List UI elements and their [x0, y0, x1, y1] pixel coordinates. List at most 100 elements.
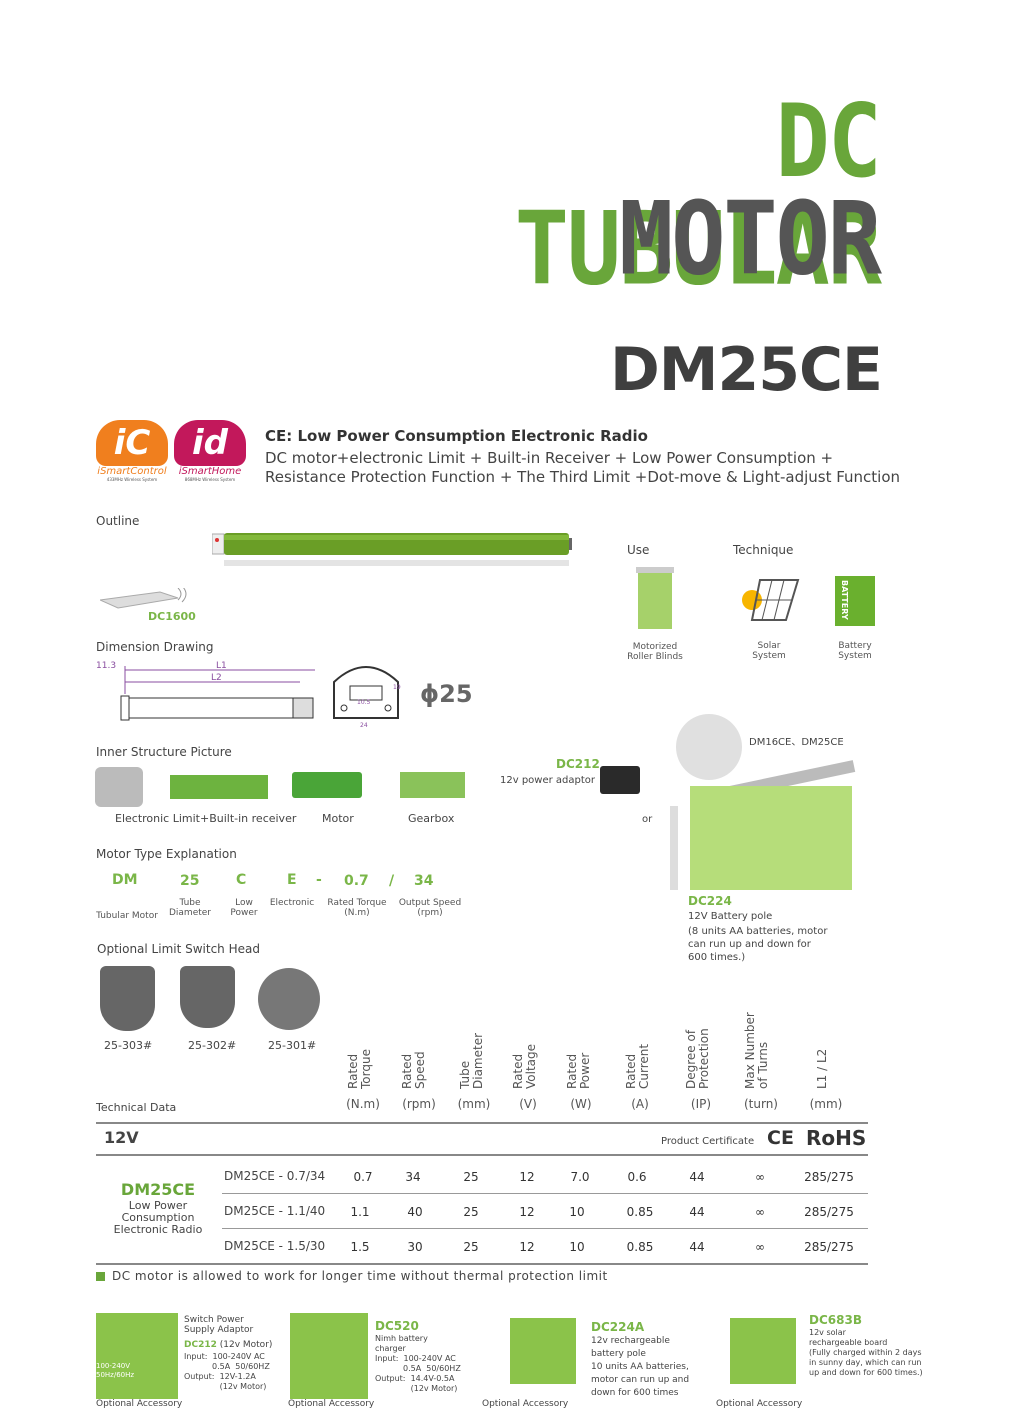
desc-25: Tube Diameter — [168, 898, 212, 918]
row-3-voltage: 12 — [519, 1240, 535, 1254]
row-1-voltage: 12 — [519, 1170, 535, 1184]
gearbox-image — [400, 772, 465, 798]
technical-data-label: Technical Data — [96, 1101, 177, 1114]
accessory-4-code: DC683B — [809, 1313, 862, 1327]
desc-dm: Tubular Motor — [96, 911, 158, 921]
code-c: C — [236, 872, 247, 888]
desc-speed: Output Speed (rpm) — [398, 898, 462, 918]
limit-head-303-image — [100, 966, 155, 1031]
unit-diameter: (mm) — [457, 1097, 491, 1111]
limit-head-1: 25-303# — [104, 1039, 153, 1052]
dim-l2: L2 — [211, 673, 222, 683]
accessory-4-image — [730, 1318, 796, 1384]
accessory-2-caption: Optional Accessory — [288, 1399, 375, 1409]
limit-head-301-image — [258, 968, 320, 1030]
dim-l1: L1 — [216, 661, 227, 671]
technique-battery: Battery System — [838, 641, 872, 661]
row-2-diameter: 25 — [463, 1205, 479, 1219]
dim-height: 19 — [393, 684, 401, 691]
inner-part-2: Motor — [322, 812, 354, 825]
row-3-turns: ∞ — [755, 1240, 765, 1254]
accessory-3-spec: 12v rechargeable battery pole 10 units A… — [591, 1336, 690, 1398]
accessory-1-image-text: 100-240V 50Hz/60Hz — [96, 1362, 135, 1379]
solar-icon — [738, 574, 800, 624]
inner-part-1: Electronic Limit+Built-in receiver — [115, 812, 297, 825]
accessory-1-spec: Input: 100-240V AC 0.5A 50/60HZ Output: … — [184, 1352, 270, 1391]
dimension-drawing — [95, 660, 325, 730]
accessory-1-image — [96, 1313, 178, 1399]
row-2-divider — [222, 1228, 868, 1229]
code-dash: - — [316, 872, 322, 888]
row-2-protection: 44 — [689, 1205, 705, 1219]
pole-desc: 12V Battery pole — [688, 911, 773, 922]
technique-solar: Solar System — [752, 641, 786, 661]
limit-head-2: 25-302# — [188, 1039, 237, 1052]
motor-image — [292, 772, 362, 798]
certificate-label: Product Certificate — [661, 1136, 755, 1147]
row-2-voltage: 12 — [519, 1205, 535, 1219]
title-line-1: DC TUBULAR — [514, 82, 882, 308]
row-1-speed: 34 — [405, 1170, 421, 1184]
row-1-model: DM25CE - 0.7/34 — [224, 1169, 326, 1183]
header-turns: Max Number of Turns — [743, 1012, 770, 1089]
row-1-diameter: 25 — [463, 1170, 479, 1184]
code-torque: 0.7 — [344, 873, 369, 889]
ce-mark: CE — [767, 1127, 794, 1149]
table-header-rule — [96, 1154, 868, 1156]
motor-outline-image — [211, 530, 572, 566]
accessory-1-code-line: DC212 (12v Motor) — [184, 1340, 273, 1350]
outline-label: Outline — [96, 514, 140, 528]
pole-code: DC224 — [688, 894, 732, 908]
code-25: 25 — [180, 873, 200, 889]
accessory-2-code: DC520 — [375, 1319, 419, 1333]
row-3-speed: 30 — [407, 1240, 423, 1254]
ismarthome-logo: id iSmartHome 868MHz Wireless System — [174, 420, 246, 482]
row-3-diameter: 25 — [463, 1240, 479, 1254]
row-2-torque: 1.1 — [350, 1205, 370, 1219]
header-length: L1 / L2 — [815, 1048, 829, 1089]
unit-power: (W) — [570, 1097, 592, 1111]
roller-blind-icon — [636, 567, 674, 631]
unit-length: (mm) — [809, 1097, 843, 1111]
dim-inner: 10.5 — [357, 699, 371, 706]
row-3-model: DM25CE - 1.5/30 — [224, 1239, 326, 1253]
row-1-power: 7.0 — [570, 1170, 590, 1184]
battery-icon: BATTERY — [835, 576, 875, 626]
limit-head-3: 25-301# — [268, 1039, 317, 1052]
dimension-label: Dimension Drawing — [96, 640, 214, 654]
receiver-board-image — [170, 775, 268, 799]
code-speed: 34 — [414, 873, 434, 889]
motor-closeup-image — [676, 714, 742, 780]
row-3-torque: 1.5 — [350, 1240, 370, 1254]
accessory-3-image — [510, 1318, 576, 1384]
table-top-rule — [96, 1122, 868, 1124]
accessory-4-caption: Optional Accessory — [716, 1399, 803, 1409]
model-name: DM25CE — [609, 335, 883, 405]
accessory-2-spec: Nimh battery charger Input: 100-240V AC … — [375, 1334, 461, 1393]
code-dm: DM — [112, 872, 138, 888]
pole-note: (8 units AA batteries, motor can run up … — [688, 926, 828, 963]
row-2-length: 285/275 — [804, 1205, 854, 1219]
accessory-1-caption: Optional Accessory — [96, 1399, 183, 1409]
remote-control-image — [98, 585, 187, 609]
installed-models: DM16CE、DM25CE — [749, 737, 844, 748]
row-2-current: 0.85 — [626, 1205, 654, 1219]
end-cap-image — [95, 767, 143, 807]
row-3-protection: 44 — [689, 1240, 705, 1254]
row-3-power: 10 — [569, 1240, 585, 1254]
ce-features-line-2: Resistance Protection Function + The Thi… — [265, 468, 901, 486]
row-1-protection: 44 — [689, 1170, 705, 1184]
row-1-torque: 0.7 — [353, 1170, 373, 1184]
ce-heading: CE: Low Power Consumption Electronic Rad… — [265, 427, 648, 445]
accessory-1-title: Switch Power Supply Adaptor — [184, 1315, 254, 1335]
unit-torque: (N.m) — [346, 1097, 380, 1111]
code-slash: / — [389, 873, 395, 889]
adaptor-desc: 12v power adaptor — [500, 775, 596, 786]
accessory-3-caption: Optional Accessory — [482, 1399, 569, 1409]
table-bottom-rule — [96, 1263, 868, 1265]
unit-protection: (IP) — [690, 1097, 712, 1111]
accessory-3-code: DC224A — [591, 1320, 645, 1334]
use-label: Use — [627, 543, 650, 557]
accessory-2-image — [290, 1313, 368, 1399]
rohs-mark: RoHS — [806, 1126, 867, 1150]
